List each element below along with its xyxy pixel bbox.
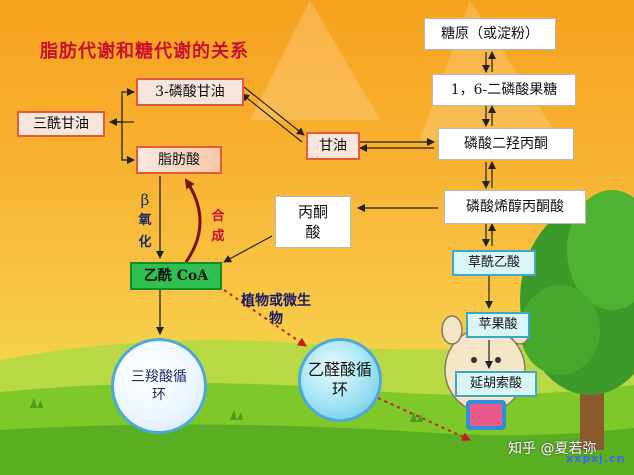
node-glycerol: 甘油 — [306, 132, 360, 160]
node-fructose-bisphosphate: 1，6-二磷酸果糖 — [432, 74, 576, 106]
label-oxidation-1: 氧 — [138, 213, 152, 228]
node-oxaloacetate: 草酰乙酸 — [452, 250, 536, 276]
watermark-zhihu: 知乎 @夏若弥 — [508, 441, 597, 457]
label-oxidation-2: 化 — [138, 235, 152, 250]
arrow-glyoxylate-out — [377, 397, 471, 441]
node-malate: 苹果酸 — [466, 312, 530, 338]
node-fatty-acid: 脂肪酸 — [136, 146, 222, 174]
arrow-glycerol-to-g3p — [241, 93, 303, 143]
node-glycogen: 糖原（或淀粉） — [424, 18, 556, 50]
label-plants-microbes: 植物或微生物 — [241, 293, 311, 327]
arrow-g3p-to-glycerol — [243, 86, 305, 136]
node-glyoxylate-cycle-label: 乙醛酸循环 — [307, 360, 372, 399]
watermark-site: xxpxj.cn — [566, 452, 626, 465]
node-pyruvate-label: 丙酮酸 — [297, 203, 328, 241]
node-glyoxylate-cycle: 乙醛酸循环 — [298, 338, 382, 422]
node-dhap: 磷酸二羟丙酮 — [438, 128, 574, 160]
arrow-tg-to-fa — [121, 122, 135, 164]
label-synthesis-2: 成 — [211, 229, 225, 244]
node-pyruvate: 丙酮酸 — [275, 196, 351, 248]
node-acetyl-coa: 乙酰 CoA — [130, 262, 222, 290]
arrow-acetylcoa-to-glyoxylate — [223, 289, 307, 347]
diagram-title: 脂肪代谢和糖代谢的关系 — [40, 41, 249, 62]
node-citrate: 延胡索酸 — [455, 371, 537, 397]
node-glycerol-3-phosphate: 3-磷酸甘油 — [136, 78, 244, 106]
node-pep: 磷酸烯醇丙酮酸 — [444, 190, 586, 224]
node-tca-cycle-label: 三羧酸循环 — [131, 369, 187, 403]
node-triglyceride: 三酰甘油 — [17, 111, 105, 137]
arrow-tg-to-g3p — [110, 88, 135, 123]
arrow-pyruvate-to-acetylcoa — [223, 235, 273, 263]
grass-front — [0, 424, 634, 475]
label-beta: β — [140, 191, 150, 209]
tree-icon — [520, 190, 634, 450]
right-chain-arrows — [482, 51, 496, 369]
node-tca-cycle: 三羧酸循环 — [111, 338, 207, 434]
arrow-synthesis — [184, 178, 202, 263]
label-synthesis-1: 合 — [211, 209, 225, 224]
